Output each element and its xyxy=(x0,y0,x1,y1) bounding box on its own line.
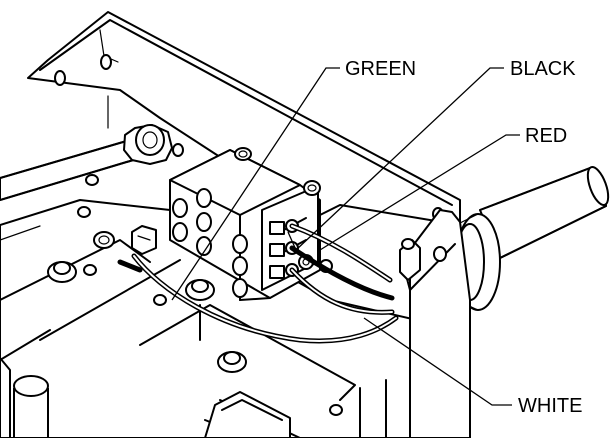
ground-screw xyxy=(93,225,157,255)
right-bracket xyxy=(399,209,471,438)
wires xyxy=(117,223,399,344)
base-slot xyxy=(204,391,291,438)
left-pipe xyxy=(0,124,184,201)
label-red: RED xyxy=(525,125,567,147)
terminal-block xyxy=(169,147,333,301)
right-pipe xyxy=(479,166,610,259)
leader-lines xyxy=(171,67,520,406)
label-white: WHITE xyxy=(518,395,582,417)
lower-cylinder xyxy=(0,357,49,438)
label-black: BLACK xyxy=(510,58,576,80)
base-studs xyxy=(47,174,343,416)
label-green: GREEN xyxy=(345,58,416,80)
